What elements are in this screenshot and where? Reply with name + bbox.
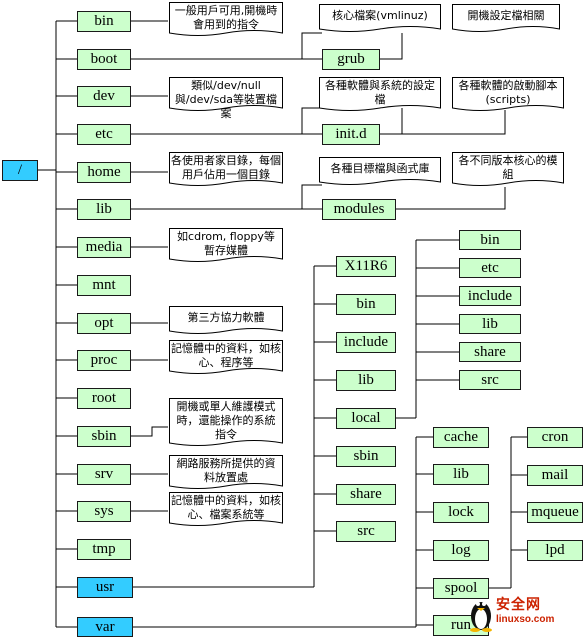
dir-tmp[interactable]: tmp: [77, 539, 131, 560]
dir-usr[interactable]: usr: [77, 577, 133, 598]
dir-spool-cron[interactable]: cron: [527, 427, 583, 448]
dir-var-log[interactable]: log: [433, 540, 489, 561]
penguin-icon: [470, 602, 492, 632]
dir-usr-include[interactable]: include: [336, 332, 396, 353]
root-dir[interactable]: /: [2, 160, 38, 181]
note-boot-config: 開機設定檔相關: [452, 4, 560, 34]
note-sys: 記憶體中的資料，如核心、檔案系統等: [169, 492, 283, 528]
dir-etc-init-d[interactable]: init.d: [322, 124, 380, 145]
dir-var-cache[interactable]: cache: [433, 427, 489, 448]
dir-usr-src[interactable]: src: [336, 521, 396, 542]
dir-local-share[interactable]: share: [459, 342, 521, 362]
dir-usr-lib[interactable]: lib: [336, 370, 396, 391]
dir-lib-modules[interactable]: modules: [322, 199, 396, 220]
dir-var-lock[interactable]: lock: [433, 502, 489, 523]
logo-text-en: linuxso.com: [496, 614, 555, 625]
dir-opt[interactable]: opt: [77, 313, 131, 334]
dir-local-etc[interactable]: etc: [459, 258, 521, 278]
dir-var-lib[interactable]: lib: [433, 464, 489, 485]
dir-var[interactable]: var: [77, 617, 133, 637]
note-media: 如cdrom, floppy等暫存媒體: [169, 228, 283, 264]
dir-lib[interactable]: lib: [77, 199, 131, 220]
dir-local-lib[interactable]: lib: [459, 314, 521, 334]
note-srv: 網路服務所提供的資料放置處: [169, 455, 283, 491]
note-software-config: 各種軟體與系統的設定檔: [319, 77, 441, 113]
dir-mnt[interactable]: mnt: [77, 275, 131, 296]
note-kernel-modules: 各不同版本核心的模組: [452, 152, 564, 188]
dir-var-spool[interactable]: spool: [433, 578, 489, 599]
dir-home[interactable]: home: [77, 162, 131, 183]
dir-bin[interactable]: bin: [77, 11, 131, 32]
dir-local-src[interactable]: src: [459, 370, 521, 390]
dir-boot[interactable]: boot: [77, 49, 131, 70]
dir-boot-grub[interactable]: grub: [322, 49, 380, 70]
note-proc: 記憶體中的資料，如核心、程序等: [169, 340, 283, 376]
dir-local-bin[interactable]: bin: [459, 230, 521, 250]
dir-usr-sbin[interactable]: sbin: [336, 446, 396, 467]
note-opt: 第三方協力軟體: [169, 306, 283, 336]
dir-local-include[interactable]: include: [459, 286, 521, 306]
note-home: 各使用者家目錄，每個用戶佔用一個目錄: [169, 152, 283, 188]
dir-sys[interactable]: sys: [77, 501, 131, 522]
site-logo: 安全网 linuxso.com: [468, 592, 586, 634]
note-libraries: 各種目標檔與函式庫: [319, 157, 441, 187]
dir-proc[interactable]: proc: [77, 350, 131, 371]
note-bin: 一般用戶可用,開機時會用到的指令: [169, 2, 283, 38]
note-dev: 類似/dev/null與/dev/sda等裝置檔案: [169, 77, 283, 120]
dir-spool-mail[interactable]: mail: [527, 465, 583, 486]
dir-usr-bin[interactable]: bin: [336, 294, 396, 315]
note-sbin: 開機或單人維護模式時，還能操作的系統指令: [169, 398, 283, 448]
logo-text-cn: 安全网: [496, 597, 541, 613]
dir-dev[interactable]: dev: [77, 86, 131, 107]
dir-usr-local[interactable]: local: [336, 408, 396, 429]
dir-usr-share[interactable]: share: [336, 484, 396, 505]
dir-srv[interactable]: srv: [77, 464, 131, 485]
dir-sbin[interactable]: sbin: [77, 426, 131, 447]
dir-spool-lpd[interactable]: lpd: [527, 540, 583, 561]
dir-media[interactable]: media: [77, 237, 131, 258]
dir-etc[interactable]: etc: [77, 124, 131, 145]
dir-usr-x11r6[interactable]: X11R6: [336, 256, 396, 277]
note-startup-scripts: 各種軟體的啟動腳本(scripts): [452, 77, 564, 113]
dir-root[interactable]: root: [77, 388, 131, 409]
note-kernel: 核心檔案(vmlinuz): [319, 4, 441, 34]
dir-spool-mqueue[interactable]: mqueue: [527, 502, 583, 523]
